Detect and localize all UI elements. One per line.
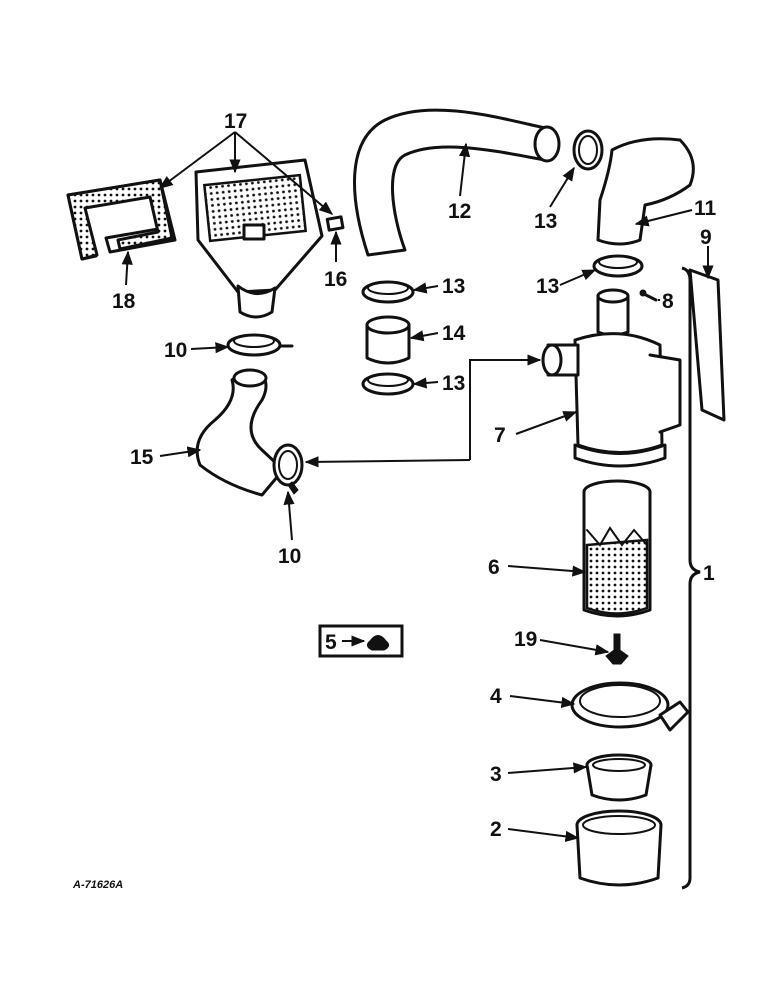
wing-nut-part-19 [605, 633, 629, 665]
hose-clamp-part-10-lower [272, 443, 304, 495]
hose-clamp-part-13-low [361, 372, 415, 396]
lower-hose-part-15 [195, 368, 285, 497]
callout-5: 5 [325, 631, 337, 654]
hose-clamp-part-13-mid [361, 280, 415, 304]
callout-10-upper: 10 [164, 339, 187, 362]
callout-13-mid: 13 [442, 275, 465, 298]
callout-1: 1 [703, 562, 715, 585]
bolt-part-8 [639, 289, 658, 302]
mounting-bracket-part-9 [688, 268, 726, 422]
callout-11: 11 [694, 197, 717, 220]
callout-10-lower: 10 [278, 545, 301, 568]
callout-13-low: 13 [442, 372, 465, 395]
hose-clamp-part-10-upper [226, 333, 294, 357]
drawing-code: A-71626A [72, 879, 123, 891]
callout-18: 18 [112, 290, 136, 313]
callout-13-top: 13 [534, 210, 557, 233]
callout-2: 2 [490, 818, 502, 841]
callout-7: 7 [494, 424, 506, 447]
callout-6: 6 [488, 556, 500, 579]
filter-element-part-6 [582, 479, 652, 618]
callout-labels: 17 18 16 12 13 11 9 13 8 13 14 13 10 15 … [72, 110, 717, 891]
gasket-frame-part-18 [66, 178, 177, 261]
callout-16: 16 [324, 268, 347, 291]
hose-clamp-part-13-right [592, 254, 644, 278]
callout-9: 9 [700, 226, 712, 249]
callout-12: 12 [448, 200, 471, 223]
callout-3: 3 [490, 763, 502, 786]
precleaner-hood-part-17 [194, 158, 324, 319]
intake-elbow-part-11 [596, 137, 695, 246]
callout-13-right: 13 [536, 275, 559, 298]
air-cleaner-body-part-7 [541, 288, 682, 468]
callout-14: 14 [442, 322, 466, 345]
callout-17: 17 [224, 110, 247, 133]
hose-clamp-part-13-top [572, 129, 604, 171]
callout-4: 4 [490, 685, 502, 708]
clamp-ring-part-4 [570, 681, 690, 732]
inner-cup-part-3 [585, 753, 653, 802]
hose-sleeve-part-14 [365, 315, 411, 365]
callout-15: 15 [130, 446, 154, 469]
callout-8: 8 [662, 290, 674, 313]
leader-lines [121, 131, 714, 842]
clip-part-16 [325, 215, 345, 232]
upper-hose-part-12 [353, 108, 561, 257]
assembly-bracket [681, 266, 701, 890]
callout-19: 19 [514, 628, 537, 651]
oil-cup-part-2 [575, 809, 663, 887]
